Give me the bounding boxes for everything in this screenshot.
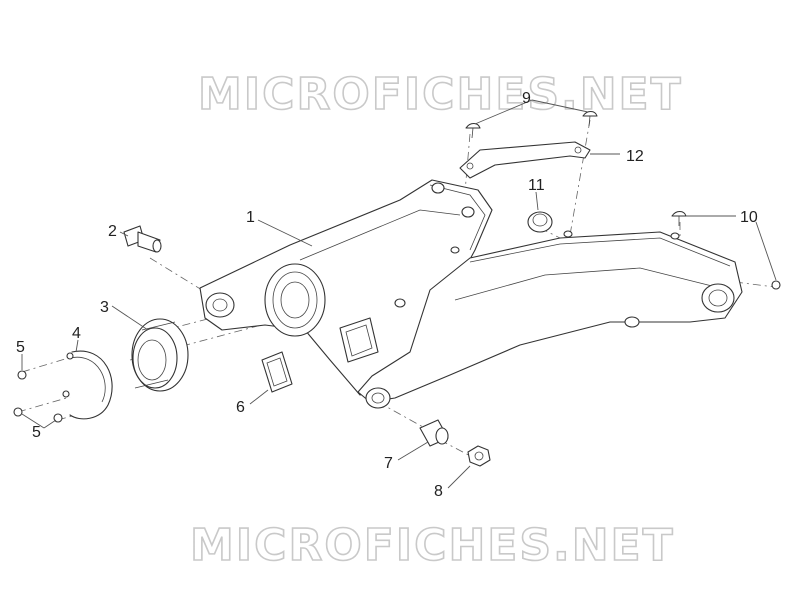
callout-2: 2 — [108, 223, 117, 240]
guard-part-12 — [459, 141, 591, 179]
bush-part-7 — [419, 419, 449, 447]
plug-part-11 — [527, 211, 553, 233]
swingarm-part-1 — [199, 179, 743, 409]
circlip-part-4 — [62, 350, 113, 420]
watermark-bottom: MICROFICHES.NET — [190, 520, 675, 571]
callout-8: 8 — [434, 483, 443, 500]
callout-3: 3 — [100, 299, 109, 316]
callout-1: 1 — [246, 209, 255, 226]
leader-lines — [21, 99, 777, 489]
nut-part-8 — [467, 445, 491, 467]
callout-4: 4 — [72, 325, 81, 342]
screw-part-9 — [465, 110, 598, 139]
callout-7: 7 — [384, 455, 393, 472]
callout-10: 10 — [740, 209, 758, 226]
callout-5-lower: 5 — [32, 424, 41, 441]
callout-11: 11 — [528, 177, 545, 194]
callout-12: 12 — [626, 148, 644, 165]
callout-6: 6 — [236, 399, 245, 416]
screw-part-5 — [13, 370, 63, 423]
callout-9: 9 — [522, 90, 531, 107]
bearing-cover-part-3 — [131, 318, 189, 392]
callout-5-upper: 5 — [16, 339, 25, 356]
watermark-top: MICROFICHES.NET — [198, 69, 683, 120]
grommet-part-6 — [261, 351, 293, 393]
screw-part-10 — [671, 210, 781, 290]
pivot-bolt-part-2 — [123, 225, 162, 253]
